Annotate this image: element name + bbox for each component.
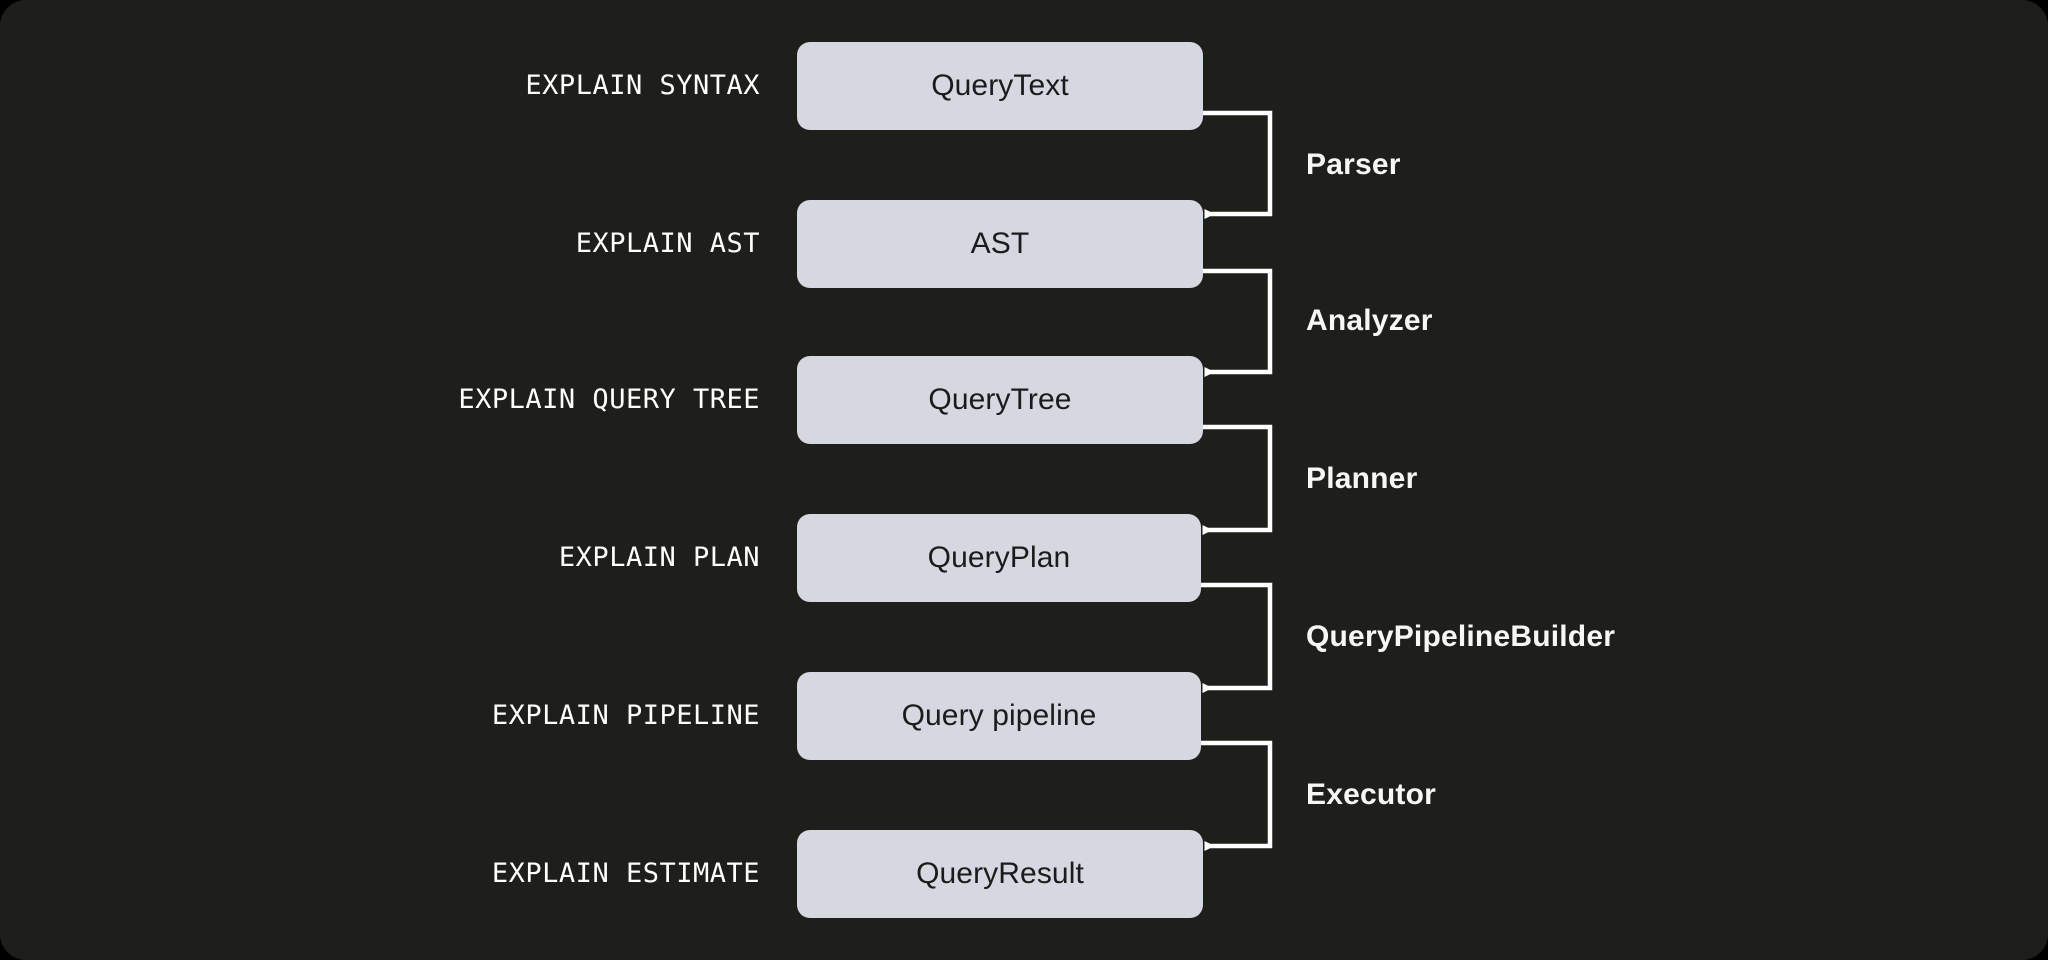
node-label-query-pipeline: Query pipeline: [901, 699, 1097, 732]
node-box-query-pipeline[interactable]: Query pipeline: [797, 672, 1201, 760]
pipeline-row: EXPLAIN ESTIMATE QueryResult: [0, 830, 2048, 918]
pipeline-row: EXPLAIN PIPELINE Query pipeline: [0, 672, 2048, 760]
component-label-planner: Planner: [1306, 462, 1418, 495]
node-box-querytext[interactable]: QueryText: [797, 42, 1203, 130]
stage-label-explain-ast: EXPLAIN AST: [575, 228, 760, 259]
stage-label-explain-plan: EXPLAIN PLAN: [558, 542, 760, 573]
pipeline-row: EXPLAIN AST AST: [0, 200, 2048, 288]
component-label-querypipelinebuilder: QueryPipelineBuilder: [1306, 620, 1616, 653]
pipeline-row: EXPLAIN SYNTAX QueryText: [0, 42, 2048, 130]
component-label-executor: Executor: [1306, 778, 1436, 811]
node-box-queryresult[interactable]: QueryResult: [797, 830, 1203, 918]
component-label-analyzer: Analyzer: [1306, 304, 1433, 337]
stage-label-explain-query-tree: EXPLAIN QUERY TREE: [458, 384, 760, 415]
node-label-querytree: QueryTree: [928, 383, 1072, 416]
node-label-queryplan: QueryPlan: [927, 541, 1071, 574]
node-box-querytree[interactable]: QueryTree: [797, 356, 1203, 444]
component-label-parser: Parser: [1306, 148, 1401, 181]
node-box-ast[interactable]: AST: [797, 200, 1203, 288]
node-label-querytext: QueryText: [931, 69, 1069, 102]
stage-label-explain-syntax: EXPLAIN SYNTAX: [525, 70, 760, 101]
pipeline-row: EXPLAIN PLAN QueryPlan: [0, 514, 2048, 602]
node-label-queryresult: QueryResult: [916, 857, 1084, 890]
stage-label-explain-estimate: EXPLAIN ESTIMATE: [491, 858, 760, 889]
node-label-ast: AST: [970, 227, 1030, 260]
stage-label-explain-pipeline: EXPLAIN PIPELINE: [491, 700, 760, 731]
pipeline-row: EXPLAIN QUERY TREE QueryTree: [0, 356, 2048, 444]
node-box-queryplan[interactable]: QueryPlan: [797, 514, 1201, 602]
